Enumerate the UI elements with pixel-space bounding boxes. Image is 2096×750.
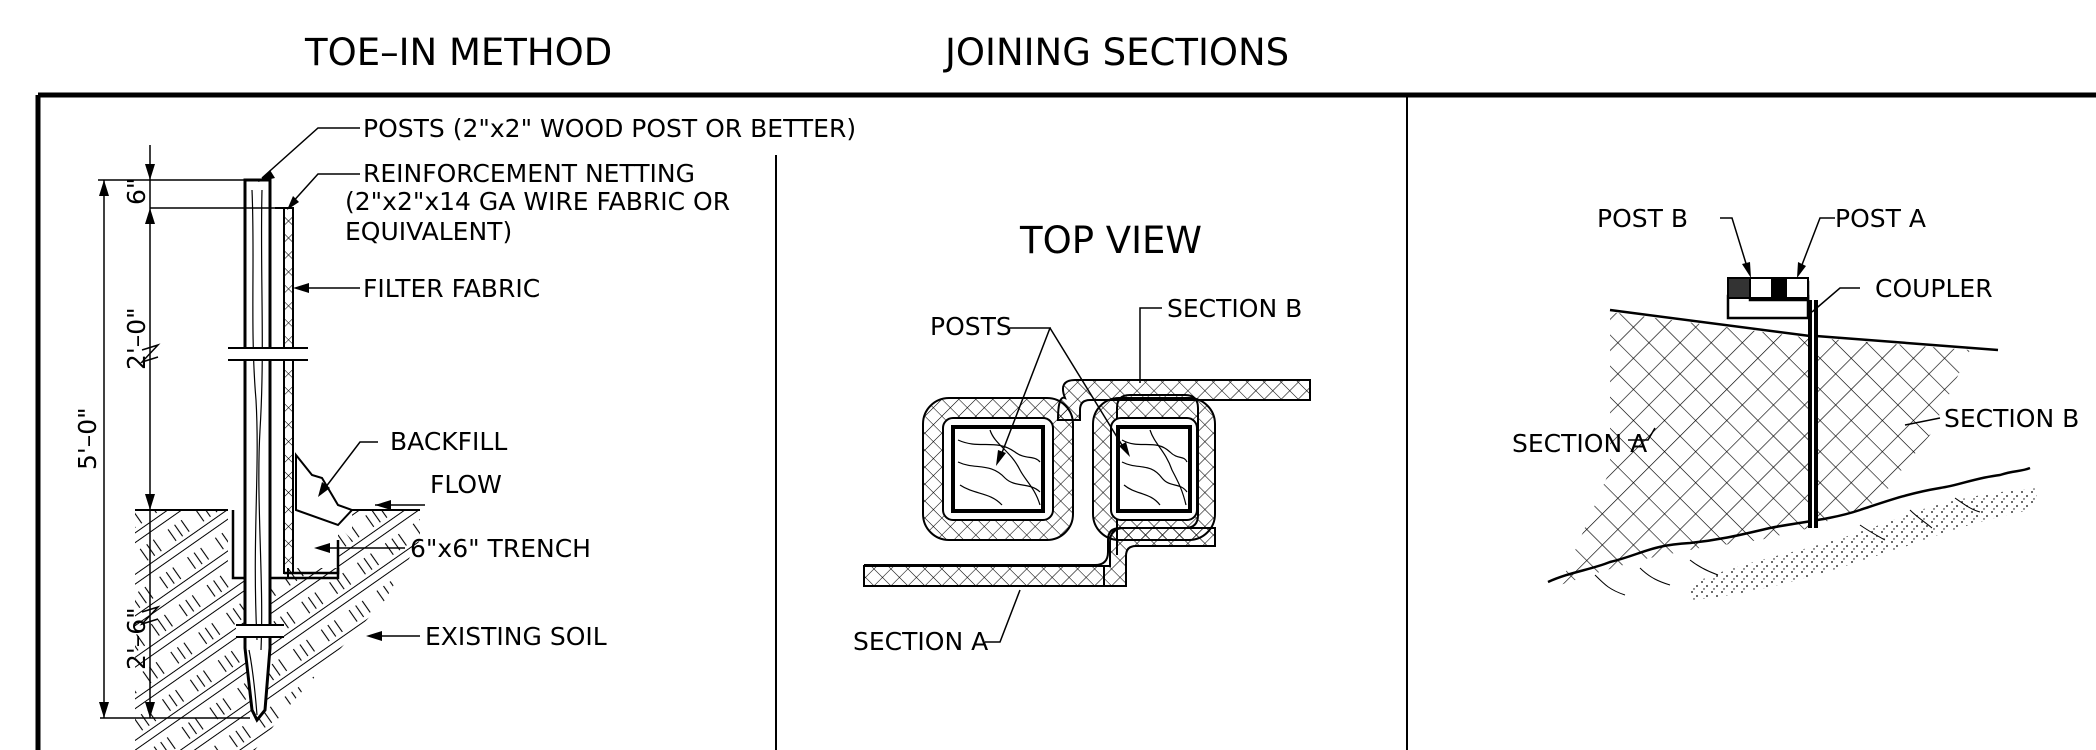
top-view-section-b-label: SECTION B — [1167, 294, 1302, 323]
stippled-soil — [1690, 488, 2040, 600]
top-view-title: TOP VIEW — [1019, 219, 1202, 262]
reinforcement-netting-label-3: EQUIVALENT) — [345, 217, 512, 246]
reinforcement-netting-label-2: (2"x2"x14 GA WIRE FABRIC OR — [345, 187, 730, 216]
post-a-label: POST A — [1835, 204, 1926, 233]
toe-in-method-title: TOE–IN METHOD — [304, 31, 612, 74]
posts-label: POSTS (2"x2" WOOD POST OR BETTER) — [363, 114, 856, 143]
top-view-post-a — [951, 425, 1045, 513]
dim-6in-label: 6" — [122, 178, 151, 205]
top-view-detail: TOP VIEW — [853, 219, 1311, 656]
joined-leaders — [1628, 217, 1941, 441]
post-b-label: POST B — [1597, 204, 1688, 233]
top-view-leaders — [985, 307, 1162, 643]
dim-2ft6-label: 2'–6" — [122, 607, 151, 670]
reinforcement-netting-label-1: REINFORCEMENT NETTING — [363, 159, 695, 188]
joined-posts-detail: POST B POST A COUPLER SECTION A SECTION … — [1512, 204, 2079, 600]
dim-2ft-label: 2'–0" — [122, 307, 151, 370]
joining-sections-title: JOINING SECTIONS — [943, 31, 1289, 74]
filter-fabric-label: FILTER FABRIC — [363, 274, 540, 303]
wood-post — [243, 178, 272, 723]
existing-soil-label: EXISTING SOIL — [425, 622, 607, 651]
toe-in-leaders — [258, 127, 425, 641]
top-view-section-a-label: SECTION A — [853, 627, 988, 656]
post-tops — [1727, 277, 1809, 299]
coupler-label: COUPLER — [1875, 274, 1993, 303]
section-a-panel — [1560, 312, 1810, 585]
trench-label: 6"x6" TRENCH — [410, 534, 591, 563]
dim-5ft-label: 5'–0" — [73, 407, 102, 470]
flow-label: FLOW — [430, 470, 502, 499]
post-break-lines — [228, 347, 308, 638]
joined-section-b-label: SECTION B — [1944, 404, 2079, 433]
toe-in-dimensions — [98, 145, 284, 719]
top-view-post-b — [1116, 425, 1192, 513]
backfill-label: BACKFILL — [390, 427, 507, 456]
ground-line — [1547, 466, 2031, 584]
section-b-panel — [1816, 338, 1970, 524]
joined-section-a-label: SECTION A — [1512, 429, 1647, 458]
drawing-frame — [35, 92, 2096, 750]
top-view-posts-label: POSTS — [930, 312, 1012, 341]
toe-in-detail: 6" 2'–0" 5'–0" 2'–6" POSTS (2"x2" WOOD P… — [73, 114, 856, 750]
